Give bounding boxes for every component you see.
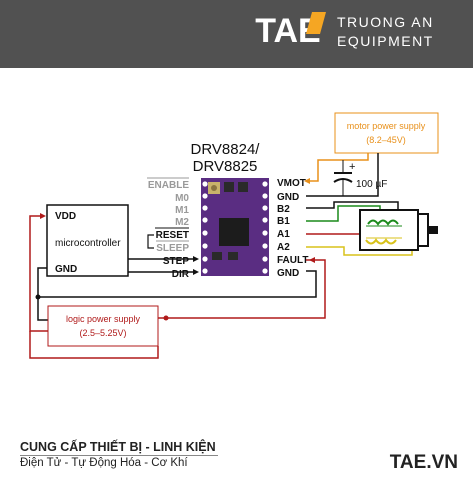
board-component-4 [228,252,238,260]
capacitor-plate-bottom [333,178,353,183]
footer-domain[interactable]: TAE.VN [389,452,458,473]
pin-sleep: SLEEP [156,243,189,254]
logic-supply-label: logic power supply [66,314,141,324]
fault-arrow [309,257,315,263]
driver-title-line2: DRV8825 [193,158,258,175]
pin-m2: M2 [175,217,189,228]
fault-wire [158,259,326,319]
pin-gnd-top: GND [277,192,299,203]
logo-accent [306,12,326,34]
motor-supply-label: motor power supply [347,121,426,131]
brand-name-line2: EQUIPMENT [337,33,434,49]
motor-supply-positive-wire [306,153,369,182]
mcu-gnd-label: GND [55,264,77,275]
vdd-wire [29,215,48,332]
motor-shaft [428,226,438,234]
pin-b1: B1 [277,216,290,227]
motor-supply-voltage: (8.2–45V) [366,135,406,145]
mcu-vdd-label: VDD [55,211,76,222]
trim-pot-screw [211,185,217,191]
pin-enable: ENABLE [148,180,189,191]
brand-name-line1: TRUONG AN [337,14,434,30]
pin-reset: RESET [156,230,189,241]
microcontroller-box [46,204,129,277]
reset-sleep-bridge [147,234,154,249]
vdd-arrow [40,213,46,219]
mcu-name: microcontroller [55,238,121,249]
pin-a1: A1 [277,229,290,240]
pin-fault: FAULT [277,255,308,266]
pin-a2: A2 [277,242,290,253]
driver-title-line1: DRV8824/ [191,141,261,158]
board-component-3 [212,252,222,260]
driver-board [201,178,269,276]
stepper-motor [359,209,438,251]
logic-supply-positive-wire [29,331,159,359]
logic-supply-voltage: (2.5–5.25V) [79,328,126,338]
footer-divider [20,455,218,456]
pin-gnd-bottom: GND [277,268,299,279]
capacitor-plus: + [349,161,355,173]
coil-b1-wire [306,205,381,222]
vmot-arrow [304,178,310,184]
board-component-2 [238,182,248,192]
left-header-pins [202,181,208,274]
capacitor-label: 100 µF [356,179,387,190]
motor-power-supply-box [334,112,439,154]
brand-banner [0,0,473,68]
board-component-1 [224,182,234,192]
dir-arrow [193,269,199,275]
motor-coil-b [367,219,399,226]
footer: CUNG CẤP THIẾT BỊ - LINH KIỆN Điện Tử - … [0,426,473,480]
pin-m1: M1 [175,205,189,216]
footer-tagline: CUNG CẤP THIẾT BỊ - LINH KIỆN [20,440,216,454]
coil-b2-wire [306,201,399,212]
logic-supply-ground-wire [37,297,48,321]
right-header-pins [262,181,268,274]
motor-flange [417,213,429,247]
pin-step: STEP [163,256,189,267]
fault-junction [163,315,169,321]
pin-m0: M0 [175,193,189,204]
ground-bus-wire [37,267,317,298]
driver-chip [219,218,249,246]
footer-subtitle: Điện Tử - Tự Động Hóa - Cơ Khí [20,457,188,469]
motor-supply-ground-wire [306,153,379,197]
step-arrow [193,256,199,262]
motor-coil-a [365,238,397,245]
tae-logo: TAE [254,9,326,51]
logic-power-supply-box [47,305,159,347]
pin-dir: DIR [172,269,190,280]
ground-junction [35,294,41,300]
pin-vmot: VMOT [277,178,306,189]
pin-b2: B2 [277,204,290,215]
